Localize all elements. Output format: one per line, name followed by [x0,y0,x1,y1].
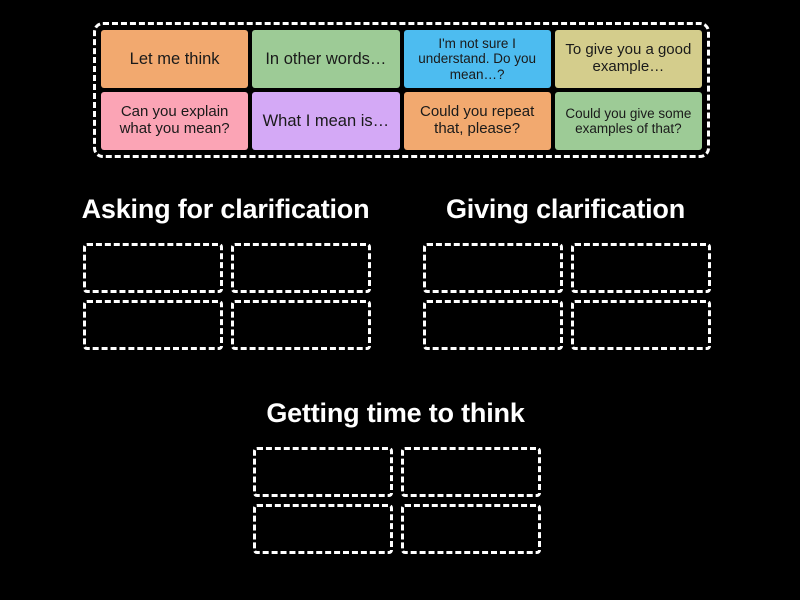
dropzone-grid [253,447,543,554]
dropzone-slot[interactable] [231,243,371,293]
tile-bank: Let me think In other words… I'm not sur… [93,22,710,158]
draggable-tile[interactable]: I'm not sure I understand. Do you mean…? [403,30,551,88]
category-title: Getting time to think [266,398,525,428]
dropzone-slot[interactable] [253,504,393,554]
draggable-tile[interactable]: Could you give some examples of that? [554,92,702,150]
dropzone-slot[interactable] [401,447,541,497]
category-title: Asking for clarification [81,194,370,224]
dropzone-slot[interactable] [231,300,371,350]
dropzone-slot[interactable] [423,243,563,293]
category-asking-for-clarification: Asking for clarification [78,196,373,350]
dropzone-slot[interactable] [253,447,393,497]
draggable-tile[interactable]: What I mean is… [252,92,400,150]
draggable-tile[interactable]: Let me think [101,30,249,88]
draggable-tile[interactable]: To give you a good example… [554,30,702,88]
draggable-tile[interactable]: Can you explain what you mean? [101,92,249,150]
tile-bank-grid: Let me think In other words… I'm not sur… [101,30,702,150]
dropzone-slot[interactable] [401,504,541,554]
draggable-tile[interactable]: Could you repeat that, please? [403,92,551,150]
category-getting-time-to-think: Getting time to think [248,400,543,554]
category-giving-clarification: Giving clarification [418,196,713,350]
dropzone-slot[interactable] [423,300,563,350]
dropzone-slot[interactable] [571,243,711,293]
dropzone-grid [423,243,713,350]
dropzone-slot[interactable] [571,300,711,350]
dropzone-slot[interactable] [83,300,223,350]
draggable-tile[interactable]: In other words… [252,30,400,88]
dropzone-slot[interactable] [83,243,223,293]
category-title: Giving clarification [445,194,686,224]
dropzone-grid [83,243,373,350]
